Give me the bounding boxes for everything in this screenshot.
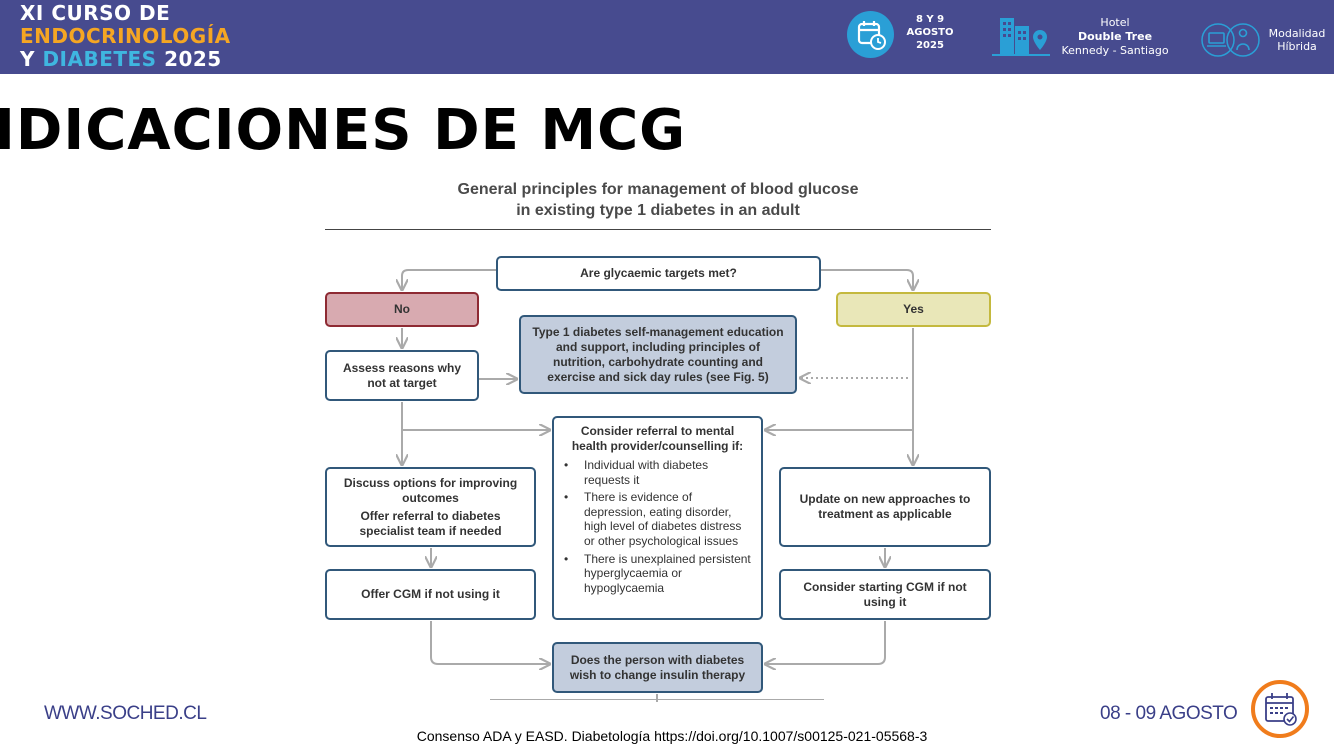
mode-info: Modalidad Híbrida: [1262, 27, 1332, 53]
hotel-location-icon: [992, 18, 1050, 56]
flowchart-heading-line-1: General principles for management of blo…: [457, 181, 859, 198]
mental-health-referral-box: Consider referral to mental health provi…: [552, 416, 763, 620]
list-item: There is evidence of depression, eating …: [562, 490, 753, 548]
self-management-education-box: Type 1 diabetes self-management educatio…: [519, 315, 797, 394]
logo-line-2: ENDOCRINOLOGÍA: [20, 24, 231, 48]
flowchart-bottom-divider: [490, 699, 824, 700]
flowchart: General principles for management of blo…: [318, 178, 998, 702]
page-title: NDICACIONES DE MCG: [0, 98, 687, 163]
answer-yes: Yes: [836, 292, 991, 327]
consider-cgm-box: Consider starting CGM if not using it: [779, 569, 991, 620]
list-item: Individual with diabetes requests it: [562, 458, 753, 487]
venue-line-3: Kennedy - Santiago: [1061, 44, 1169, 57]
calendar-check-icon: [1251, 680, 1309, 738]
calendar-clock-icon: [847, 11, 894, 58]
mental-health-title: Consider referral to mental health provi…: [571, 424, 744, 453]
discuss-options-text: Discuss options for improving outcomes: [343, 475, 518, 505]
venue-line-2: Double Tree: [1077, 30, 1153, 43]
venue-line-1: Hotel: [1100, 16, 1130, 29]
flowchart-connectors: [318, 269, 998, 702]
header-banner: XI CURSO DE ENDOCRINOLOGÍA Y DIABETES 20…: [0, 0, 1334, 74]
logo-y: Y: [20, 47, 35, 71]
date-line-1: 8 Y 9: [915, 14, 945, 25]
heading-divider: [325, 229, 991, 230]
question-glycaemic-targets: Are glycaemic targets met?: [496, 256, 821, 291]
assess-reasons-box: Assess reasons why not at target: [325, 350, 479, 401]
mode-line-2: Híbrida: [1277, 40, 1317, 53]
logo-line-3: Y DIABETES 2025: [20, 48, 222, 70]
logo-diabetes: DIABETES: [42, 47, 157, 71]
answer-no: No: [325, 292, 479, 327]
date-line-3: 2025: [916, 40, 944, 51]
hybrid-mode-icon: [1201, 23, 1260, 57]
website-url[interactable]: WWW.SOCHED.CL: [44, 703, 207, 724]
discuss-options-box: Discuss options for improving outcomes O…: [325, 467, 536, 547]
mode-line-1: Modalidad: [1268, 27, 1326, 40]
mental-health-criteria-list: Individual with diabetes requests it The…: [562, 458, 753, 598]
event-date: 8 Y 9 AGOSTO 2025: [900, 13, 960, 52]
flowchart-heading-line-2: in existing type 1 diabetes in an adult: [516, 202, 800, 219]
venue-info: Hotel Double Tree Kennedy - Santiago: [1055, 16, 1175, 58]
footer-date: 08 - 09 AGOSTO: [1100, 703, 1238, 724]
offer-cgm-box: Offer CGM if not using it: [325, 569, 536, 620]
change-insulin-question-box: Does the person with diabetes wish to ch…: [552, 642, 763, 693]
logo-year: 2025: [164, 47, 222, 71]
citation: Consenso ADA y EASD. Diabetología https:…: [416, 728, 928, 744]
specialist-referral-text: Offer referral to diabetes specialist te…: [359, 508, 502, 538]
logo-line-1: XI CURSO DE: [20, 1, 171, 25]
date-line-2: AGOSTO: [906, 27, 954, 38]
update-approaches-box: Update on new approaches to treatment as…: [779, 467, 991, 547]
list-item: There is unexplained persistent hypergly…: [562, 552, 753, 596]
